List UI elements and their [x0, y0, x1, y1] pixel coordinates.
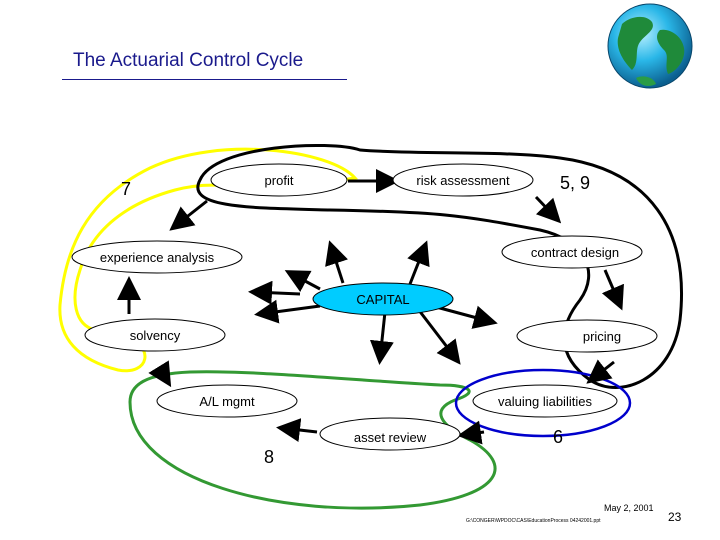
node-contract-design: contract design — [501, 235, 643, 269]
slide-title: The Actuarial Control Cycle — [73, 50, 304, 71]
node-label: CAPITAL — [356, 292, 409, 307]
node-label: profit — [265, 173, 294, 188]
node-risk-assessment: risk assessment — [392, 163, 534, 197]
node-profit: profit — [210, 163, 348, 197]
node-label: pricing — [583, 329, 621, 344]
black-loop — [196, 143, 683, 389]
node-label: A/L mgmt — [199, 394, 255, 409]
node-label: contract design — [531, 245, 619, 260]
number-6: 6 — [553, 427, 563, 447]
blue-loop — [454, 368, 632, 438]
arrow-capital-left — [254, 299, 321, 324]
arrow-experience-to-profit — [169, 199, 208, 231]
arrow-contract-to-pricing — [601, 269, 624, 311]
arrow-capital-up — [325, 240, 348, 284]
arrow-solvency-to-al — [148, 360, 172, 388]
number-8: 8 — [264, 447, 274, 467]
number-5-9: 5, 9 — [560, 173, 590, 193]
page-number: 23 — [668, 510, 682, 524]
node-asset-review: asset review — [319, 417, 461, 451]
node-solvency: solvency — [84, 318, 226, 352]
arrow-capital-up-left — [284, 270, 321, 293]
number-7: 7 — [121, 179, 131, 199]
arrows — [117, 169, 624, 445]
node-valuing-liabilities: valuing liabilities — [472, 384, 618, 418]
node-capital: CAPITAL — [312, 282, 454, 316]
node-label: solvency — [130, 328, 181, 343]
node-label: valuing liabilities — [498, 394, 592, 409]
footer-date: May 2, 2001 — [604, 503, 654, 513]
arrow-capital-down — [369, 311, 394, 365]
node-label: risk assessment — [416, 173, 510, 188]
node-label: experience analysis — [100, 250, 215, 265]
arrow-valuing-to-asset — [457, 420, 485, 445]
node-label: asset review — [354, 430, 427, 445]
footer-file-path: G:\CONGER\WPDOC\CAS\EducationProcess 042… — [466, 518, 601, 524]
globe-icon — [607, 3, 693, 89]
node-al-mgmt: A/L mgmt — [156, 384, 298, 418]
arrow-pricing-to-valuing — [586, 359, 615, 384]
node-experience-analysis: experience analysis — [71, 240, 243, 274]
arrow-risk-to-contract — [534, 195, 562, 224]
arrow-capital-up-right — [407, 240, 430, 285]
arrow-capital-left-upper — [248, 280, 301, 305]
title-underline — [62, 79, 347, 80]
green-loop — [128, 370, 497, 510]
node-pricing: pricing — [516, 319, 658, 353]
arrow-asset-to-al — [276, 418, 318, 442]
arrow-capital-down-right — [416, 308, 461, 365]
